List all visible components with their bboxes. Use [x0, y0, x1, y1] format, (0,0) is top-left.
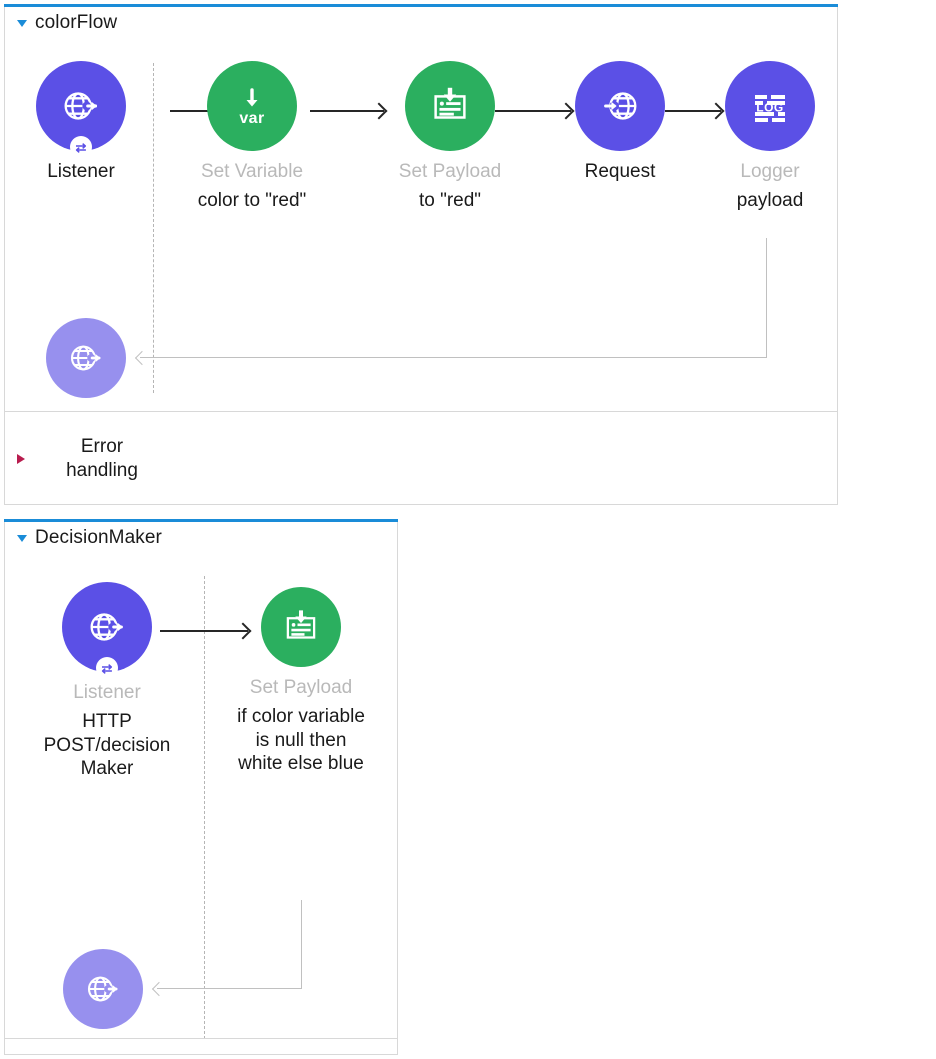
flow-node-listener-response[interactable] [6, 318, 166, 398]
error-handling-label: Error handling [37, 435, 167, 483]
node-icon-container[interactable] [63, 949, 143, 1029]
node-icon-container[interactable]: ⇄ [62, 582, 152, 679]
node-type-label: Listener [73, 682, 141, 703]
source-divider-dashed-line [204, 576, 205, 1039]
http-request-icon[interactable] [575, 61, 665, 151]
flow-node-logger[interactable]: LOG Logger payload [690, 61, 850, 213]
triangle-down-icon[interactable] [17, 534, 27, 542]
set-variable-var-icon[interactable]: var [207, 61, 297, 151]
flow-header-decisionmaker[interactable]: DecisionMaker [5, 520, 162, 554]
error-handling-label-line2: handling [66, 460, 138, 481]
logger-log-icon[interactable]: LOG [725, 61, 815, 151]
svg-text:LOG: LOG [756, 101, 784, 115]
node-type-label: Listener [47, 161, 115, 182]
return-path-horizontal [157, 988, 302, 989]
flow-node-listener[interactable]: ⇄ Listener HTTP POST/decisionMaker [27, 582, 187, 781]
connector-setvariable-to-setpayload [310, 110, 384, 112]
node-description: HTTP POST/decisionMaker [43, 711, 171, 780]
node-description: payload [736, 190, 804, 212]
connector-setpayload-to-request [495, 110, 571, 112]
flow-node-set-variable[interactable]: var Set Variable color to "red" [172, 61, 332, 213]
flow-node-listener[interactable]: ⇄ Listener [1, 61, 161, 189]
node-type-label: Logger [740, 161, 800, 182]
node-description: to "red" [418, 190, 482, 212]
flow-bottom-separator [5, 1038, 397, 1057]
node-icon-container[interactable] [575, 61, 665, 151]
flow-node-request[interactable]: Request [540, 61, 700, 189]
flow-node-set-payload[interactable]: Set Payload if color variable is null th… [221, 587, 381, 776]
error-handling-toggle[interactable] [5, 454, 37, 464]
node-type-label: Set Payload [249, 677, 353, 698]
node-type-label: Set Variable [200, 161, 304, 182]
bidirectional-arrow-icon: ⇄ [96, 657, 118, 679]
flow-node-set-payload[interactable]: Set Payload to "red" [370, 61, 530, 213]
flow-node-listener-response[interactable] [23, 949, 183, 1029]
flow-header-colorflow[interactable]: colorFlow [5, 5, 117, 39]
connector-request-to-logger [665, 110, 721, 112]
flow-accent-bar [4, 519, 398, 522]
connector-listener-to-setpayload [160, 630, 248, 632]
node-icon-container[interactable] [405, 61, 495, 151]
node-description: color to "red" [197, 190, 307, 212]
node-icon-container[interactable] [46, 318, 126, 398]
node-icon-container[interactable]: ⇄ [36, 61, 126, 158]
node-description: if color variable is null then white els… [237, 706, 365, 775]
set-payload-icon[interactable] [405, 61, 495, 151]
http-listener-response-icon[interactable] [46, 318, 126, 398]
connector-listener-to-setvariable [170, 110, 216, 112]
flow-accent-bar [4, 4, 838, 7]
node-type-label: Set Payload [398, 161, 502, 182]
flow-title: colorFlow [35, 11, 118, 33]
source-divider-dashed-line [153, 63, 154, 393]
return-path-vertical [301, 900, 302, 989]
node-type-label: Request [584, 161, 656, 182]
return-path-vertical [766, 238, 767, 358]
triangle-down-icon[interactable] [17, 19, 27, 27]
http-listener-response-icon[interactable] [63, 949, 143, 1029]
return-path-horizontal [140, 357, 767, 358]
flow-panel-colorflow[interactable]: colorFlow [4, 4, 838, 505]
node-icon-container[interactable]: var [207, 61, 297, 151]
flow-title: DecisionMaker [35, 526, 162, 548]
triangle-right-icon[interactable] [17, 454, 25, 464]
node-icon-container[interactable] [261, 587, 341, 667]
svg-text:var: var [239, 110, 264, 127]
flow-panel-decisionmaker[interactable]: DecisionMaker [4, 519, 398, 1055]
node-icon-container[interactable]: LOG [725, 61, 815, 151]
bidirectional-arrow-icon: ⇄ [70, 136, 92, 158]
error-handling-label-line1: Error [80, 436, 124, 458]
set-payload-icon[interactable] [261, 587, 341, 667]
error-handling-section[interactable]: Error handling [5, 411, 837, 506]
